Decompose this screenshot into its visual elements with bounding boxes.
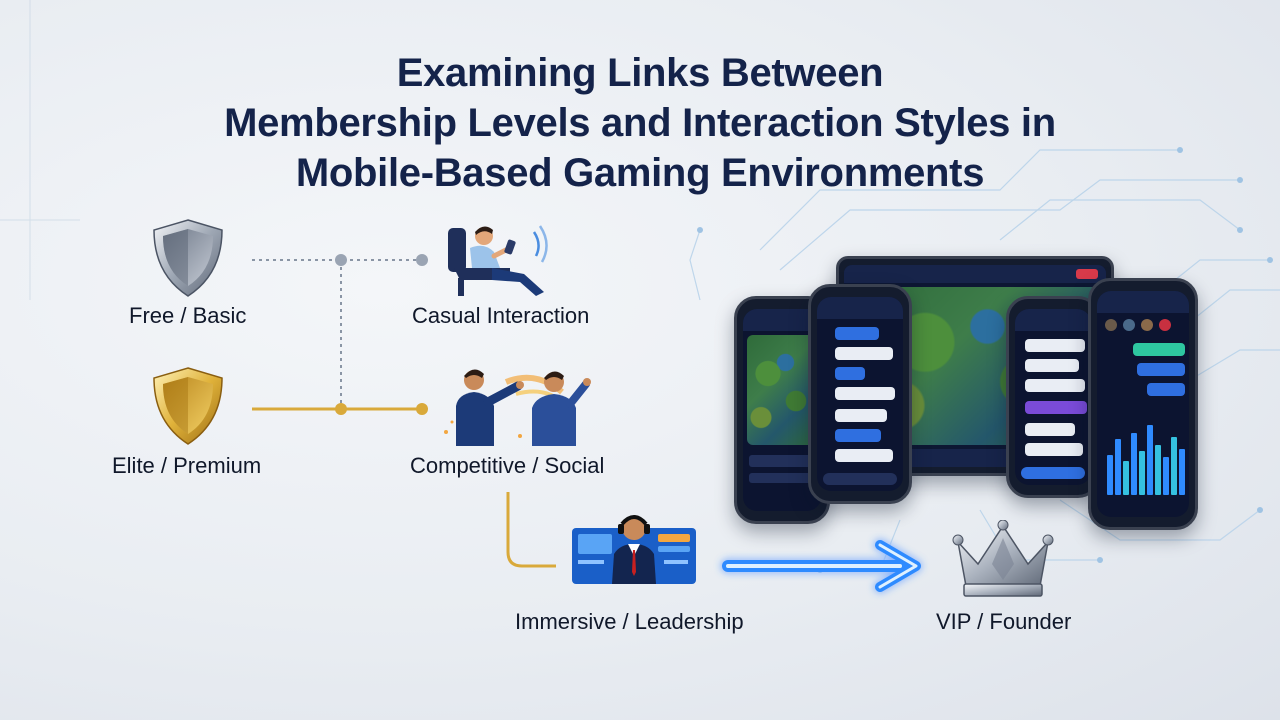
headset-leader-icon — [572, 515, 696, 584]
competitive-to-immersive-connector — [506, 492, 556, 568]
interaction-label-competitive: Competitive / Social — [410, 453, 605, 478]
interaction-label-casual: Casual Interaction — [412, 303, 590, 328]
phone-mockup-analytics — [1088, 278, 1198, 530]
tier-label-vip: VIP / Founder — [936, 609, 1072, 634]
silver-crown-icon — [952, 520, 1054, 597]
relaxed-gamer-icon — [448, 225, 548, 296]
competing-players-icon — [444, 369, 591, 446]
title-line-1: Examining Links Between — [396, 51, 884, 95]
free-to-casual-connector — [252, 254, 428, 408]
arrow-to-vip — [722, 540, 921, 592]
silver-shield-icon — [153, 219, 223, 297]
elite-to-competitive-connector — [252, 403, 428, 415]
gold-shield-icon — [153, 367, 223, 445]
page-title: Examining Links Between Membership Level… — [140, 48, 1140, 198]
tier-label-elite: Elite / Premium — [112, 453, 262, 478]
phone-mockup-social — [1006, 296, 1100, 498]
interaction-label-immersive: Immersive / Leadership — [515, 609, 744, 634]
title-line-3: Mobile-Based Gaming Environments — [295, 151, 985, 195]
tier-label-free: Free / Basic — [129, 303, 247, 328]
phone-mockup-chat — [808, 284, 912, 504]
title-line-2: Membership Levels and Interaction Styles… — [224, 101, 1056, 145]
